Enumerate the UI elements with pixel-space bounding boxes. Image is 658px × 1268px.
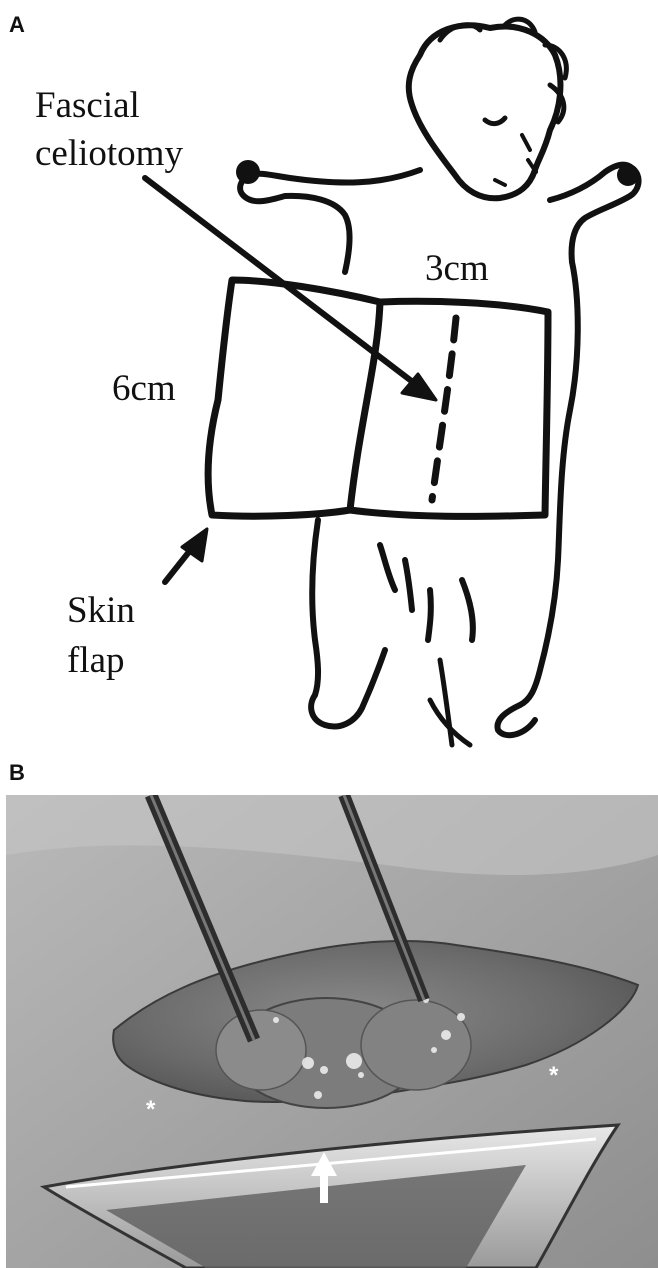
height-6cm-label: 6cm: [112, 368, 176, 410]
skin-flap-label-line1: Skin: [67, 590, 135, 632]
panel-b-label: B: [9, 760, 25, 786]
celiotomy-incision: [432, 318, 456, 500]
width-3cm-label: 3cm: [425, 248, 489, 290]
asterisk-marker-right: *: [549, 1062, 559, 1089]
skin-flap-label-line2: flap: [67, 640, 125, 682]
left-hind-leg: [311, 650, 385, 726]
right-hind-leg: [497, 705, 535, 735]
tissue-photo: * *: [6, 795, 658, 1268]
asterisk-marker-left: *: [146, 1096, 156, 1123]
celiotomy-arrow: [145, 178, 418, 386]
body-left-side: [312, 520, 318, 695]
fascial-celiotomy-label-line1: Fascial: [35, 85, 140, 127]
fascial-celiotomy-label-line2: celiotomy: [35, 133, 183, 175]
tail: [440, 660, 452, 745]
skin-flap: [208, 280, 380, 516]
left-arm: [240, 170, 420, 272]
